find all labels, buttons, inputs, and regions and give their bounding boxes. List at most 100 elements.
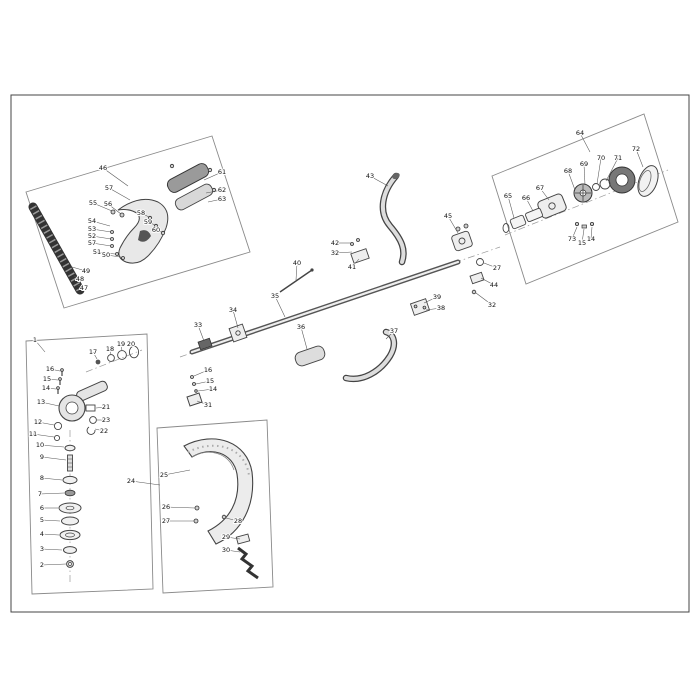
housing-screw-a [169, 163, 175, 169]
small-part-15 [581, 224, 587, 229]
leader-line-10 [39, 444, 65, 448]
leader-line-5 [41, 519, 61, 522]
handle-assembly [28, 163, 217, 295]
leader-line-21 [95, 406, 107, 409]
part-label-62: 62 [218, 186, 226, 194]
leader-line-56 [107, 203, 122, 215]
part-label-49: 49 [82, 267, 90, 275]
bracket-screw-16 [190, 375, 194, 379]
cup-washer-4-bore [65, 532, 75, 538]
part-label-14: 14 [587, 235, 595, 243]
part-label-51: 51 [93, 248, 101, 256]
clamp-screw-42 [350, 242, 354, 246]
part-label-12: 12 [34, 418, 42, 426]
part-label-67: 67 [536, 184, 544, 192]
nut-2-bore [68, 562, 72, 566]
part-label-1: 1 [33, 336, 37, 344]
bracket-screw-15 [192, 382, 196, 386]
part-label-57: 57 [105, 184, 113, 192]
leader-line-22 [94, 428, 105, 432]
leader-line-19 [120, 343, 123, 352]
handle-screw-50 [121, 256, 125, 260]
guard-screw-26 [194, 505, 200, 511]
leader-line-15 [195, 380, 211, 385]
shaft-coupler [451, 230, 473, 252]
nut-2 [66, 560, 74, 568]
handle-housing-lower [174, 183, 214, 211]
leader-line-57 [91, 242, 112, 247]
part-label-31: 31 [204, 401, 212, 409]
part-label-36: 36 [297, 323, 305, 331]
part-label-24: 24 [127, 477, 135, 485]
leader-line-72 [635, 148, 644, 168]
leader-line-64 [579, 132, 591, 153]
leader-line-28 [225, 517, 239, 522]
gearhead-axis-diagonal [85, 349, 143, 373]
part-label-17: 17 [89, 348, 97, 356]
leader-line-58 [140, 212, 150, 218]
handlebar-grip-end [392, 172, 400, 180]
leader-line-15 [46, 378, 59, 381]
diagram-border [10, 94, 690, 613]
leader-line-8 [41, 477, 63, 481]
leader-line-16 [49, 368, 61, 372]
leader-line-44 [480, 277, 495, 286]
clutch-assembly [502, 165, 669, 236]
handle-housing-upper [166, 163, 210, 193]
washer-10 [64, 444, 76, 452]
leader-line-41 [351, 258, 360, 268]
leader-line-59 [147, 221, 156, 226]
part-label-25: 25 [160, 471, 168, 479]
part-label-18: 18 [106, 345, 114, 353]
coupler-bolt-b [463, 223, 469, 229]
part-label-53: 53 [88, 225, 96, 233]
clutch-assembly-box [491, 113, 679, 285]
leader-line-47 [77, 284, 85, 289]
trigger-screw-58 [147, 215, 153, 221]
part-label-59: 59 [144, 218, 152, 226]
shaft-clamp [228, 323, 248, 343]
small-part-73 [575, 221, 580, 226]
washer-11 [53, 434, 61, 442]
part-label-32: 32 [488, 301, 496, 309]
part-label-58: 58 [137, 209, 145, 217]
part-label-55: 55 [89, 199, 97, 207]
leader-line-27 [483, 262, 498, 269]
leader-line-67 [539, 187, 550, 201]
spacer-65 [509, 214, 527, 230]
gearhead-assembly-box [25, 333, 154, 595]
leader-line-20 [130, 343, 134, 348]
guard-screw-28 [221, 514, 227, 520]
leader-line-70 [596, 157, 602, 185]
leader-line-13 [40, 401, 60, 407]
part-label-52: 52 [88, 232, 96, 240]
leader-line-53 [91, 228, 112, 233]
pin-21 [85, 404, 96, 412]
part-label-71: 71 [614, 154, 622, 162]
part-label-4: 4 [40, 530, 44, 538]
part-label-50: 50 [102, 251, 110, 259]
part-label-63: 63 [218, 195, 226, 203]
leader-line-16 [193, 369, 209, 377]
part-label-30: 30 [222, 546, 230, 554]
part-label-34: 34 [229, 306, 237, 314]
part-label-42: 42 [331, 239, 339, 247]
screw-17 [95, 359, 101, 365]
part-label-40: 40 [293, 259, 301, 267]
part-label-3: 3 [40, 545, 44, 553]
screw-16-glyph [60, 368, 64, 376]
leader-line-46 [102, 167, 129, 187]
part-label-11: 11 [29, 430, 37, 438]
part-label-2: 2 [40, 561, 44, 569]
leader-line-14 [45, 387, 57, 390]
part-label-14: 14 [42, 384, 50, 392]
part-label-29: 29 [222, 533, 230, 541]
guard-hatch [187, 444, 250, 477]
trigger-screw-59 [153, 223, 159, 229]
coupler-ring [476, 258, 484, 266]
mount-bracket-group [186, 375, 203, 407]
part-label-15: 15 [43, 375, 51, 383]
